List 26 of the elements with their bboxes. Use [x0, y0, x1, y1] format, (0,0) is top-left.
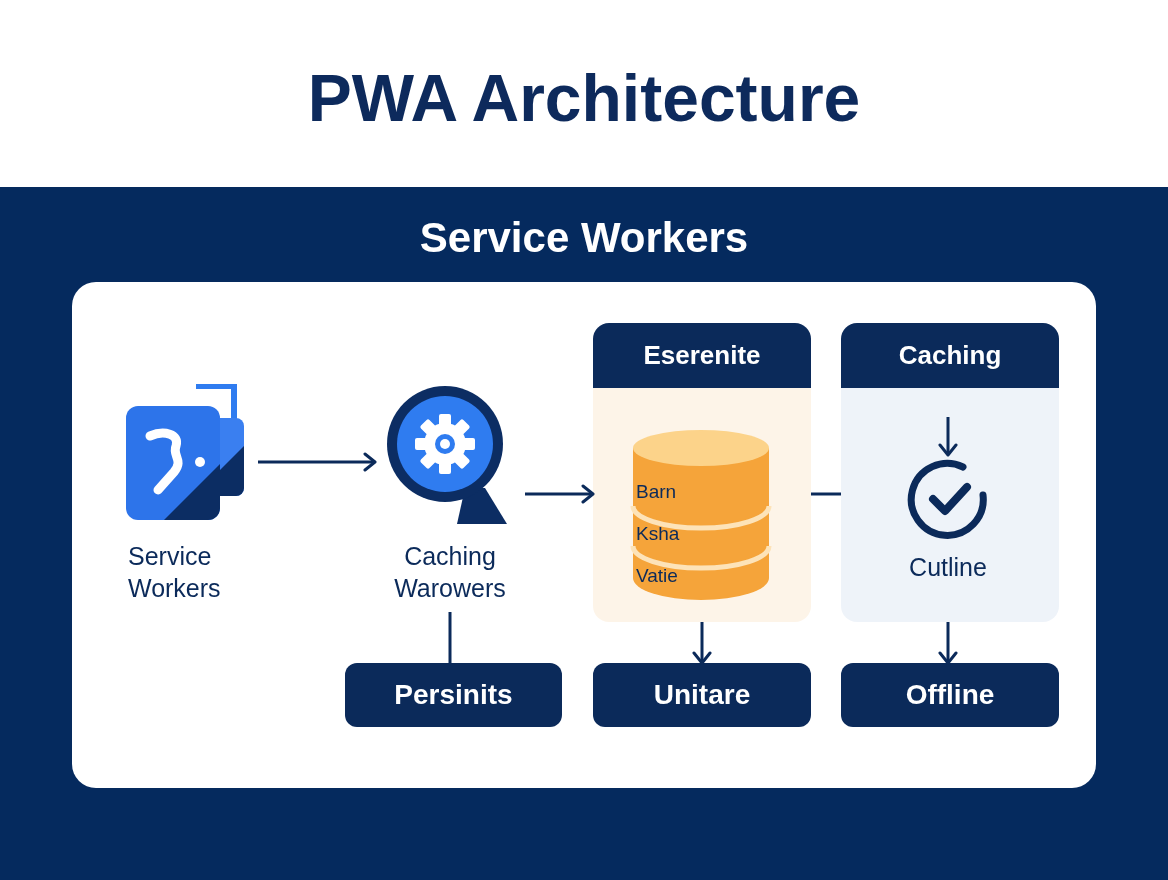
section-heading: Service Workers [419, 213, 749, 263]
arrow [938, 417, 958, 457]
cylinder-label: Ksha [636, 522, 680, 546]
panel [841, 323, 1059, 622]
panel-title: Caching [898, 339, 1002, 372]
cylinder-label: Vatie [636, 564, 678, 588]
node-label: Cutline [909, 552, 987, 583]
pill-box [345, 663, 562, 727]
arrow [938, 622, 958, 665]
arrow [258, 452, 377, 472]
cylinder-label: Barn [636, 480, 677, 504]
panel [593, 323, 811, 622]
arrow [525, 484, 595, 504]
section-band [0, 187, 1168, 880]
pill-label: Offline [905, 678, 995, 712]
pill-label: Persinits [394, 678, 513, 712]
node-label: Caching Warowers [393, 541, 507, 604]
arrow [692, 622, 712, 665]
connector-line [448, 612, 452, 663]
connector-line [811, 492, 841, 496]
pill-box [593, 663, 811, 727]
node-label: Service Workers [128, 541, 222, 604]
panel-title: Eserenite [643, 339, 761, 372]
pill-box [841, 663, 1059, 727]
diagram-title: PWA Architecture [307, 60, 861, 137]
pill-label: Unitare [653, 678, 751, 712]
